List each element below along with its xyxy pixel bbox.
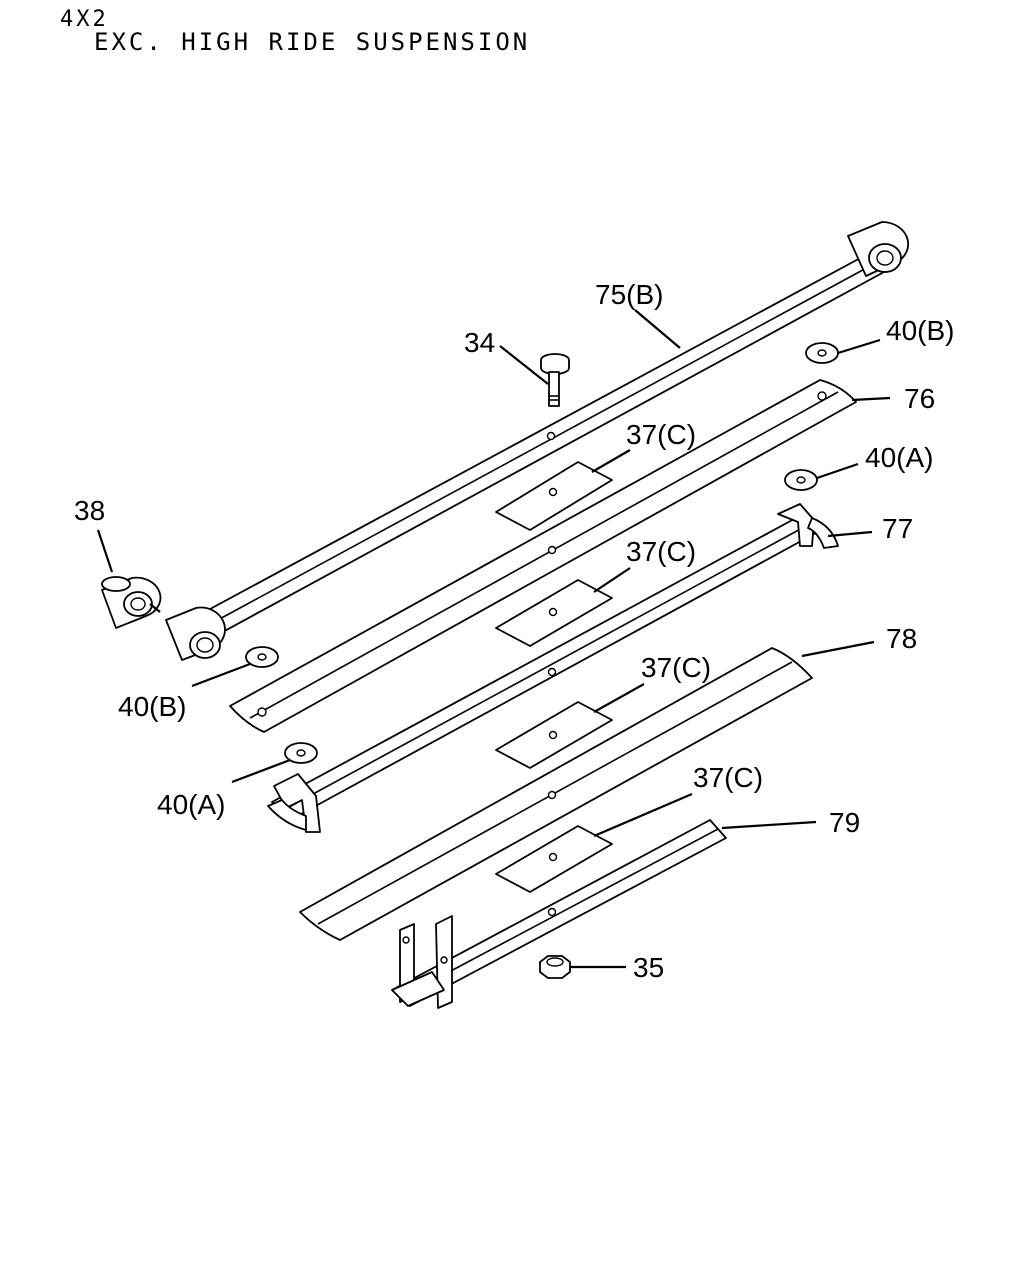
callout-37c-2: 37(C)	[626, 536, 696, 567]
pad-37c-4	[495, 825, 613, 893]
washer-40b-top	[805, 342, 839, 364]
header-title: EXC. HIGH RIDE SUSPENSION	[94, 28, 530, 56]
callout-40b-top: 40(B)	[886, 315, 954, 346]
center-bolt-34	[540, 353, 570, 407]
leaf-79	[391, 819, 727, 1009]
nut-35	[539, 955, 571, 979]
callout-79: 79	[829, 807, 860, 838]
callout-75b: 75(B)	[595, 279, 663, 310]
main-leaf-75b	[165, 221, 910, 661]
bushing-38	[101, 576, 162, 629]
callout-35: 35	[633, 952, 664, 983]
pad-37c-2	[495, 579, 613, 677]
callout-40a-left: 40(A)	[157, 789, 225, 820]
washer-40a-top	[784, 469, 818, 491]
callout-38: 38	[74, 495, 105, 526]
leader-lines	[96, 309, 891, 969]
pad-37c-1	[495, 461, 613, 555]
callout-40a-top: 40(A)	[865, 442, 933, 473]
callout-77: 77	[882, 513, 913, 544]
header-model: 4X2	[60, 7, 109, 32]
callout-37c-3: 37(C)	[641, 652, 711, 683]
washer-40a-left	[284, 742, 318, 764]
callout-34: 34	[464, 327, 495, 358]
callout-40b-left: 40(B)	[118, 691, 186, 722]
leaf-76	[229, 379, 857, 733]
washer-40b-left	[245, 646, 279, 668]
leaf-77	[267, 503, 839, 833]
callout-78: 78	[886, 623, 917, 654]
callout-76: 76	[904, 383, 935, 414]
pad-37c-3	[495, 701, 613, 800]
callout-37c-4: 37(C)	[693, 762, 763, 793]
callout-37c-1: 37(C)	[626, 419, 696, 450]
